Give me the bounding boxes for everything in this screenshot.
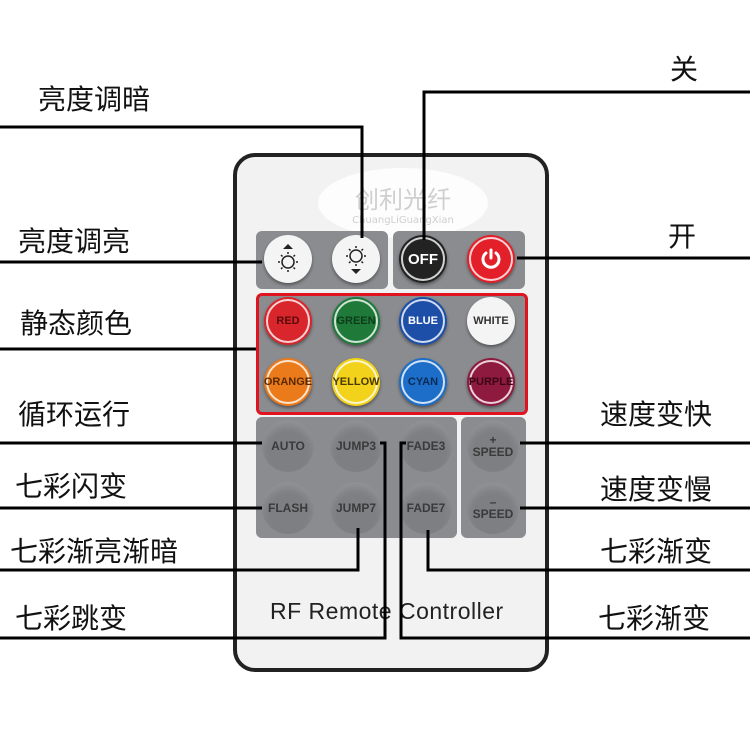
label-fade-a: 七彩渐变 [600,535,713,568]
mode-button-fade7[interactable]: FADE7 [400,482,452,534]
color-button-green[interactable]: GREEN [332,297,380,345]
power-on-button[interactable] [467,235,515,283]
line-fade7 [426,530,750,572]
sun-up-icon [278,244,298,272]
color-label: GREEN [336,315,376,327]
color-label: RED [276,315,300,327]
sun-down-icon [346,246,366,274]
plus-icon: + [489,433,497,447]
watermark: 创利光纤 ChuangLiGuangXian [318,168,488,238]
label-speed-down: 速度变慢 [600,473,713,506]
button-ring [266,299,310,343]
label-off: 关 [670,53,699,86]
color-button-red[interactable]: RED [264,297,312,345]
footer-label: RF Remote Controller [270,598,504,624]
mode-button-jump3[interactable]: JUMP3 [330,420,382,472]
button-ring [334,299,378,343]
mode-button-auto[interactable]: AUTO [262,420,314,472]
label-fade-b: 七彩渐变 [598,602,711,635]
minus-icon: – [489,495,497,509]
label-on: 开 [668,220,697,253]
watermark-pinyin: ChuangLiGuangXian [352,215,454,226]
speed-label: SPEED [472,445,514,459]
line-off [422,90,750,240]
line-fade3 [399,441,750,640]
color-label: PURPLE [468,376,514,388]
label-static-color: 静态颜色 [20,307,133,340]
color-button-yellow[interactable]: YELLOW [332,358,380,406]
color-label: CYAN [407,376,439,388]
color-button-purple[interactable]: PURPLE [467,358,515,406]
color-button-blue[interactable]: BLUE [399,297,447,345]
button-ring [266,360,310,404]
mode-button-jump7[interactable]: JUMP7 [330,482,382,534]
button-ring [334,360,378,404]
line-brightness-down [0,125,364,238]
off-button[interactable]: OFF [399,235,447,283]
button-ring [401,299,445,343]
label-jump: 七彩跳变 [15,602,128,635]
label-brightness-down: 亮度调暗 [38,83,151,116]
color-button-white[interactable]: WHITE [467,297,515,345]
button-ring [469,237,513,281]
mode-button-fade3[interactable]: FADE3 [400,420,452,472]
button-ring [401,360,445,404]
color-label: ORANGE [263,376,313,388]
color-button-orange[interactable]: ORANGE [264,358,312,406]
label-auto-cycle: 循环运行 [18,398,131,431]
brightness-up-button[interactable] [264,235,312,283]
line-jump3 [0,441,387,640]
color-label: YELLOW [332,376,380,388]
line-jump7 [0,528,360,572]
speed-down-button[interactable]: –SPEED [467,482,519,534]
brightness-down-button[interactable] [332,235,380,283]
button-ring [469,360,513,404]
label-flash: 七彩闪变 [15,470,128,503]
speed-label: SPEED [472,507,514,521]
mode-button-flash[interactable]: FLASH [262,482,314,534]
color-label: BLUE [408,315,438,327]
color-label: WHITE [473,315,509,327]
label-fade-dim: 七彩渐亮渐暗 [10,535,179,568]
color-button-cyan[interactable]: CYAN [399,358,447,406]
watermark-cn: 创利光纤 [355,186,451,214]
label-speed-up: 速度变快 [600,398,713,431]
label-brightness-up: 亮度调亮 [18,225,131,258]
speed-up-button[interactable]: +SPEED [467,420,519,472]
